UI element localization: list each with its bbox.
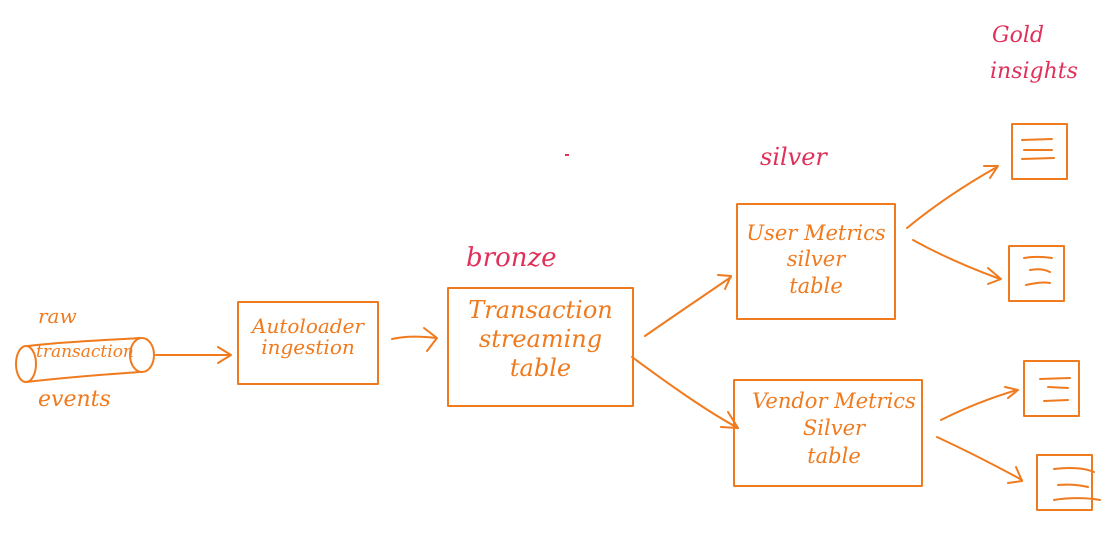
source-label-transaction: transaction — [36, 342, 134, 362]
user-metrics-line1: User Metrics — [746, 221, 886, 245]
user-metrics-label: User Metrics silver table — [737, 220, 895, 299]
bronze-table-box — [447, 287, 634, 407]
arrow-vendor-metrics-to-gold-3 — [940, 386, 1019, 421]
arrow-autoloader-to-bronze — [391, 327, 438, 352]
source-label-events: events — [38, 387, 111, 412]
arrow-bronze-to-user-metrics — [644, 274, 732, 337]
user-metrics-line2: silver — [786, 247, 846, 272]
vendor-metrics-line2: Silver — [802, 416, 866, 441]
source-label-raw: raw — [38, 304, 77, 328]
bronze-table-label: Transaction streaming table — [448, 296, 633, 382]
vendor-metrics-box — [733, 379, 923, 487]
gold-output-3 — [1023, 360, 1080, 417]
source-cylinder — [15, 337, 155, 383]
gold-output-4 — [1036, 454, 1101, 511]
gold-tier-label-line1: Gold — [992, 23, 1044, 48]
user-metrics-line3: table — [789, 273, 843, 298]
autoloader-box — [237, 301, 379, 385]
autoloader-line2: ingestion — [261, 335, 355, 359]
autoloader-line1: Autoloader — [252, 314, 364, 338]
arrow-bronze-to-vendor-metrics — [631, 356, 739, 429]
bronze-table-line1: Transaction — [468, 296, 613, 324]
autoloader-label: Autoloader ingestion — [238, 316, 378, 358]
gold-tier-label-line2: insights — [990, 59, 1078, 84]
bronze-table-line2: streaming — [478, 324, 603, 353]
bronze-tier-label: bronze — [466, 243, 557, 273]
silver-tier-label: silver — [760, 143, 827, 171]
vendor-metrics-line3: table — [807, 443, 861, 468]
arrow-vendor-metrics-to-gold-4 — [936, 436, 1023, 484]
gold-output-2 — [1008, 245, 1065, 302]
stray-dot — [565, 154, 569, 156]
arrow-user-metrics-to-gold-2 — [912, 239, 1002, 285]
user-metrics-box — [736, 203, 896, 320]
vendor-metrics-line1: Vendor Metrics — [752, 389, 916, 413]
arrow-user-metrics-to-gold-1 — [906, 165, 999, 229]
arrow-source-to-autoloader — [155, 346, 232, 364]
bronze-table-line3: table — [509, 353, 572, 382]
vendor-metrics-label: Vendor Metrics Silver table — [734, 388, 934, 470]
gold-output-1 — [1011, 123, 1068, 180]
